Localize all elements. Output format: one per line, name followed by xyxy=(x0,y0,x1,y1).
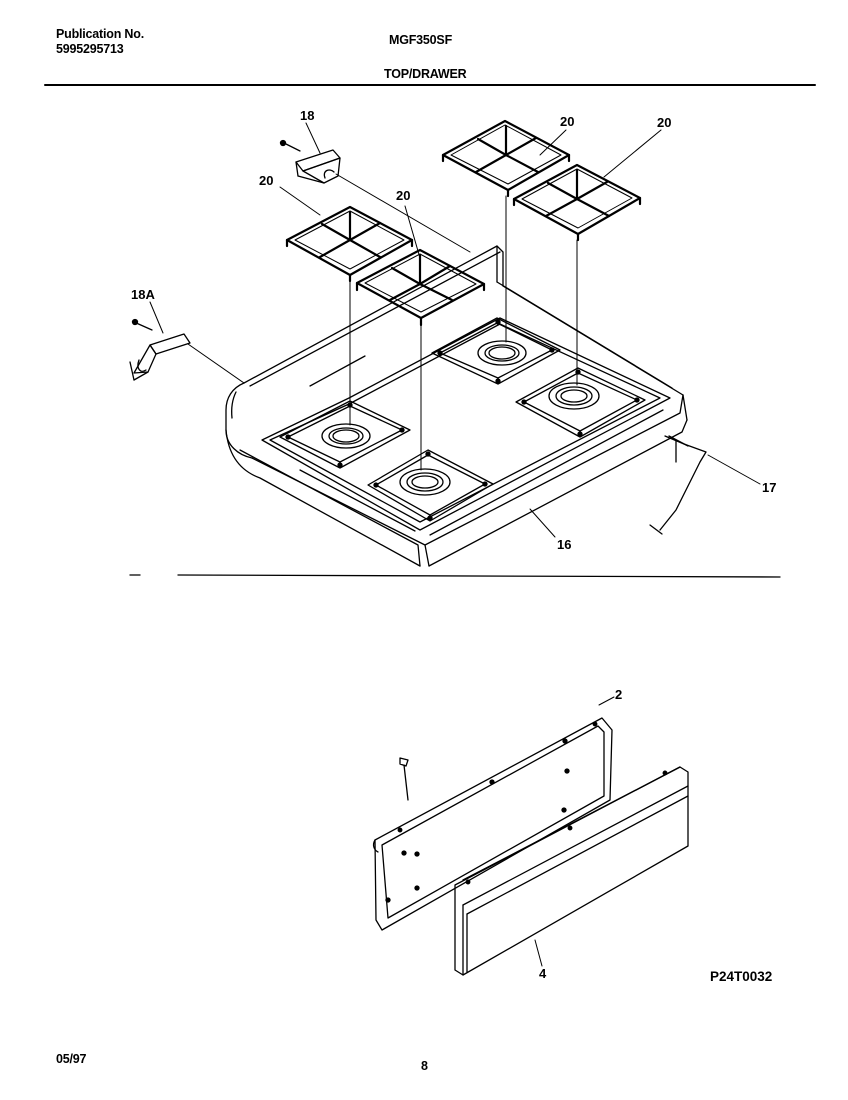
grate-left-rear xyxy=(285,205,414,283)
section-separator xyxy=(177,574,781,578)
page-number: 8 xyxy=(421,1059,428,1073)
support-rod-17 xyxy=(649,435,707,535)
publication-number: 5995295713 xyxy=(56,42,124,56)
grate-alignment-lines xyxy=(349,195,578,471)
burner-pan-right-rear xyxy=(431,317,561,385)
drawer-panel-2 xyxy=(372,696,615,931)
burner-pan-left-front xyxy=(367,449,494,522)
hinge-bracket-18A xyxy=(129,318,245,384)
grate-left-front xyxy=(355,248,486,327)
model-number: MGF350SF xyxy=(389,33,452,47)
callout-4: 4 xyxy=(539,966,547,981)
callout-20-right-front: 20 xyxy=(657,115,672,130)
footer-date: 05/97 xyxy=(56,1052,87,1066)
publication-label: Publication No. xyxy=(56,27,144,41)
burner-pan-left-rear xyxy=(279,400,411,469)
callout-20-right-rear: 20 xyxy=(560,114,575,129)
callout-17: 17 xyxy=(762,480,777,495)
burner-pan-right-front xyxy=(515,367,646,438)
callout-leaders xyxy=(149,122,761,538)
hinge-bracket-18 xyxy=(279,139,471,253)
callout-18A: 18A xyxy=(131,287,155,302)
callout-20-left-rear: 20 xyxy=(259,173,274,188)
drawer-front-4 xyxy=(454,766,689,976)
drawing-code: P24T0032 xyxy=(710,969,773,984)
grate-right-rear xyxy=(441,119,571,198)
callout-20-left-front: 20 xyxy=(396,188,411,203)
callout-16: 16 xyxy=(557,537,572,552)
callout-18: 18 xyxy=(300,108,315,123)
grate-right-front xyxy=(512,163,642,242)
section-title: TOP/DRAWER xyxy=(384,67,467,81)
callout-2: 2 xyxy=(615,687,623,702)
